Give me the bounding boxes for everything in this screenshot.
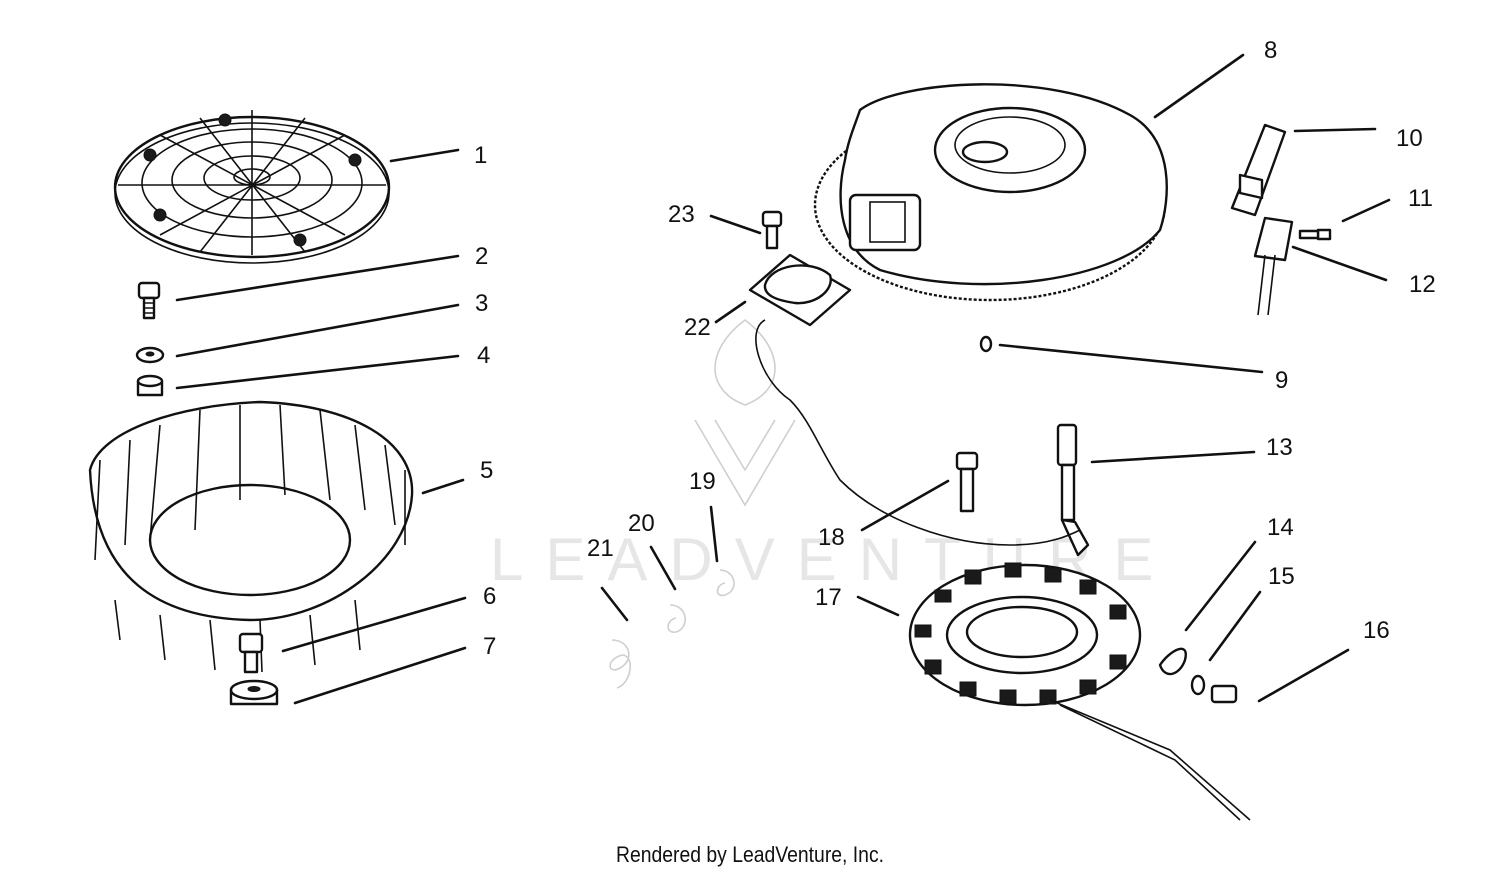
callout-16: 16: [1363, 617, 1390, 644]
part-3-washer[interactable]: [135, 346, 165, 364]
watermark-logo: [694, 318, 796, 507]
callout-10: 10: [1396, 125, 1423, 152]
callout-19: 19: [689, 468, 716, 495]
callout-22: 22: [684, 314, 711, 341]
callout-5: 5: [480, 457, 493, 484]
part-6-bolt[interactable]: [238, 632, 264, 674]
part-13-spark-plug-boot[interactable]: [1056, 423, 1090, 557]
leader-lines: [175, 53, 1391, 705]
callout-17: 17: [815, 584, 842, 611]
callout-3: 3: [475, 290, 488, 317]
part-22-ignition-coil[interactable]: [748, 253, 1081, 546]
part-21-spring[interactable]: [609, 639, 631, 689]
callout-8: 8: [1264, 37, 1277, 64]
part-8-flywheel[interactable]: [813, 83, 1168, 302]
callout-11: 11: [1408, 185, 1433, 212]
part-20-spring[interactable]: [667, 604, 686, 633]
part-10-bracket[interactable]: [1230, 123, 1287, 217]
part-12-switch[interactable]: [1253, 216, 1294, 316]
footer-credit: Rendered by LeadVenture, Inc.: [615, 842, 885, 867]
callout-2: 2: [475, 243, 488, 270]
callout-20: 20: [628, 510, 655, 537]
callout-12: 12: [1409, 271, 1436, 298]
callout-labels: 1 2 3 4 5 6 7 8 9 10 11 12 13 14 15 16 1…: [474, 37, 1436, 660]
callout-6: 6: [483, 583, 496, 610]
part-18-bolt[interactable]: [955, 451, 979, 513]
callout-1: 1: [474, 142, 487, 169]
callout-7: 7: [483, 633, 496, 660]
callout-18: 18: [818, 524, 845, 551]
part-14-clip[interactable]: [1158, 647, 1187, 676]
part-17-stator[interactable]: [908, 562, 1251, 821]
part-7-washer[interactable]: [229, 679, 279, 706]
part-9-key[interactable]: [979, 335, 993, 353]
part-11-screw[interactable]: [1298, 228, 1332, 241]
callout-21: 21: [587, 535, 614, 562]
part-1-grille-screen[interactable]: [113, 110, 391, 264]
part-4-spacer[interactable]: [136, 374, 164, 397]
callout-14: 14: [1267, 514, 1294, 541]
part-5-fan[interactable]: [88, 400, 414, 673]
callout-9: 9: [1275, 367, 1288, 394]
part-23-bolt[interactable]: [761, 210, 783, 250]
part-2-bolt[interactable]: [137, 281, 161, 320]
part-15-washer[interactable]: [1190, 674, 1206, 696]
part-16-screw[interactable]: [1210, 684, 1238, 704]
part-19-spring[interactable]: [716, 569, 735, 597]
callout-15: 15: [1268, 563, 1295, 590]
callout-23: 23: [668, 201, 695, 228]
callout-4: 4: [477, 342, 490, 369]
callout-13: 13: [1266, 434, 1293, 461]
